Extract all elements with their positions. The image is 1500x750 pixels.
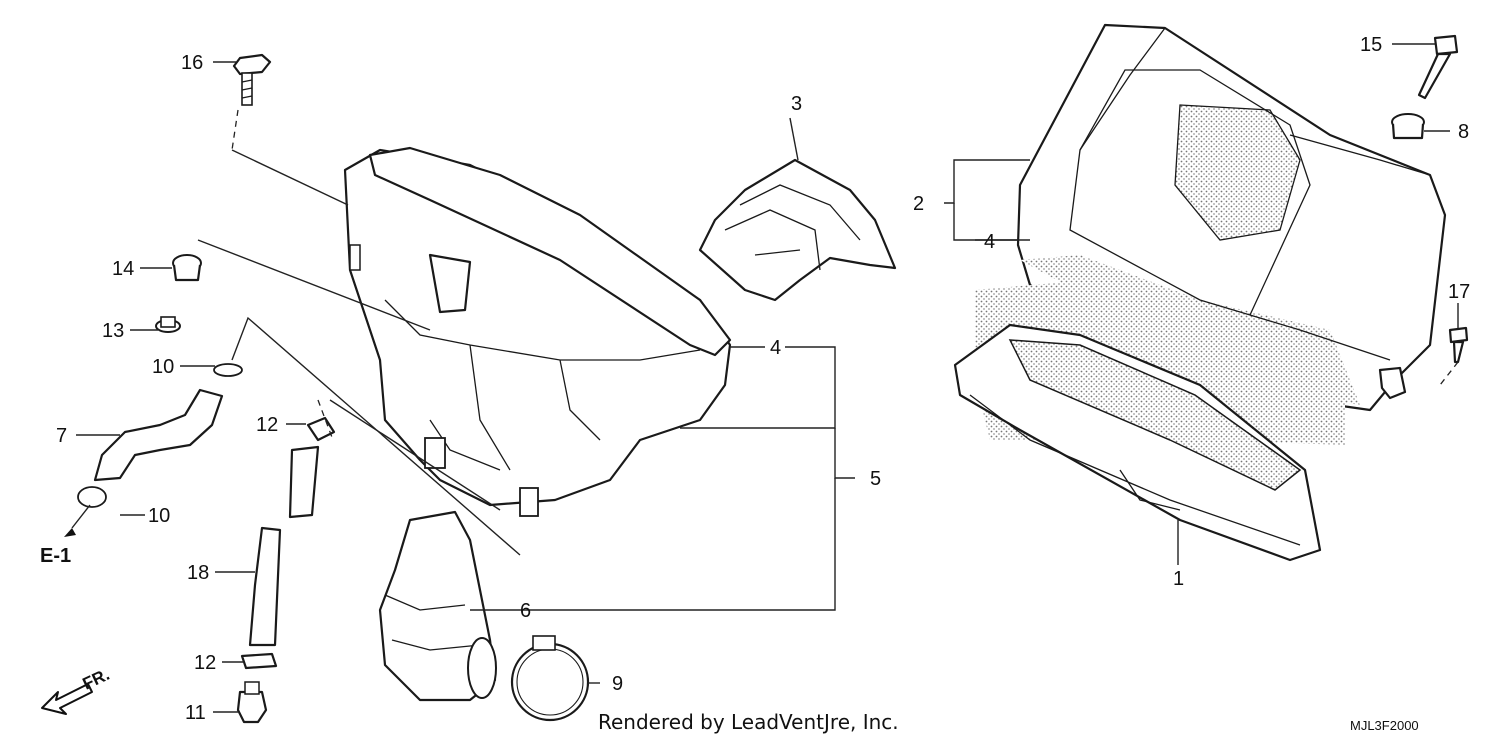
clip-10-lower [77, 486, 107, 508]
part-label-2: 2 [913, 193, 924, 215]
part-label-7: 7 [56, 425, 67, 447]
part-labels: 1 2 3 4 4 5 6 7 8 9 10 10 11 12 12 13 14… [56, 34, 1470, 724]
part-label-10-upper: 10 [152, 356, 174, 378]
screw-15 [1417, 34, 1459, 100]
render-credit: Rendered by LeadVentJre, Inc. [598, 710, 899, 734]
part-label-1: 1 [1173, 568, 1184, 590]
grommet-8 [1391, 113, 1425, 140]
plug-13 [155, 316, 181, 333]
part-label-4-upper: 4 [984, 231, 995, 253]
clip-10-upper [213, 363, 243, 377]
part-label-4-lower: 4 [770, 337, 781, 359]
band-clamp [510, 635, 590, 722]
grommet-14 [172, 254, 202, 282]
part-label-8: 8 [1458, 121, 1469, 143]
reference-tag: E-1 [40, 545, 71, 567]
reference-arrow: E-1 [40, 528, 76, 567]
part-label-18: 18 [187, 562, 209, 584]
part-label-17: 17 [1448, 281, 1470, 303]
part-label-15: 15 [1360, 34, 1382, 56]
part-label-12-lower: 12 [194, 652, 216, 674]
drain-plug-11 [236, 681, 268, 724]
screw-17 [1448, 326, 1469, 364]
part-label-3: 3 [791, 93, 802, 115]
air-cleaner-case [343, 146, 732, 517]
part-label-6: 6 [520, 600, 531, 622]
bolt-16 [232, 53, 272, 106]
front-direction-arrow: FR. [41, 665, 113, 715]
clamp-12-lower [240, 652, 278, 670]
tube-upper [288, 445, 320, 519]
leader-lines [71, 43, 1459, 713]
drain-tube-7 [93, 388, 224, 482]
intake-funnel [378, 510, 497, 702]
part-label-12-upper: 12 [256, 414, 278, 436]
drawing-code: MJL3F2000 [1350, 718, 1419, 733]
part-label-5: 5 [870, 468, 881, 490]
part-label-14: 14 [112, 258, 134, 280]
connecting-tube [698, 158, 897, 302]
part-label-11: 11 [185, 702, 206, 724]
clamp-12-upper [306, 416, 336, 442]
air-filter-element [953, 280, 1345, 562]
part-label-16: 16 [181, 52, 203, 74]
part-label-13: 13 [102, 320, 124, 342]
part-label-9: 9 [612, 673, 623, 695]
part-label-10-lower: 10 [148, 505, 170, 527]
hose-18 [248, 526, 282, 647]
